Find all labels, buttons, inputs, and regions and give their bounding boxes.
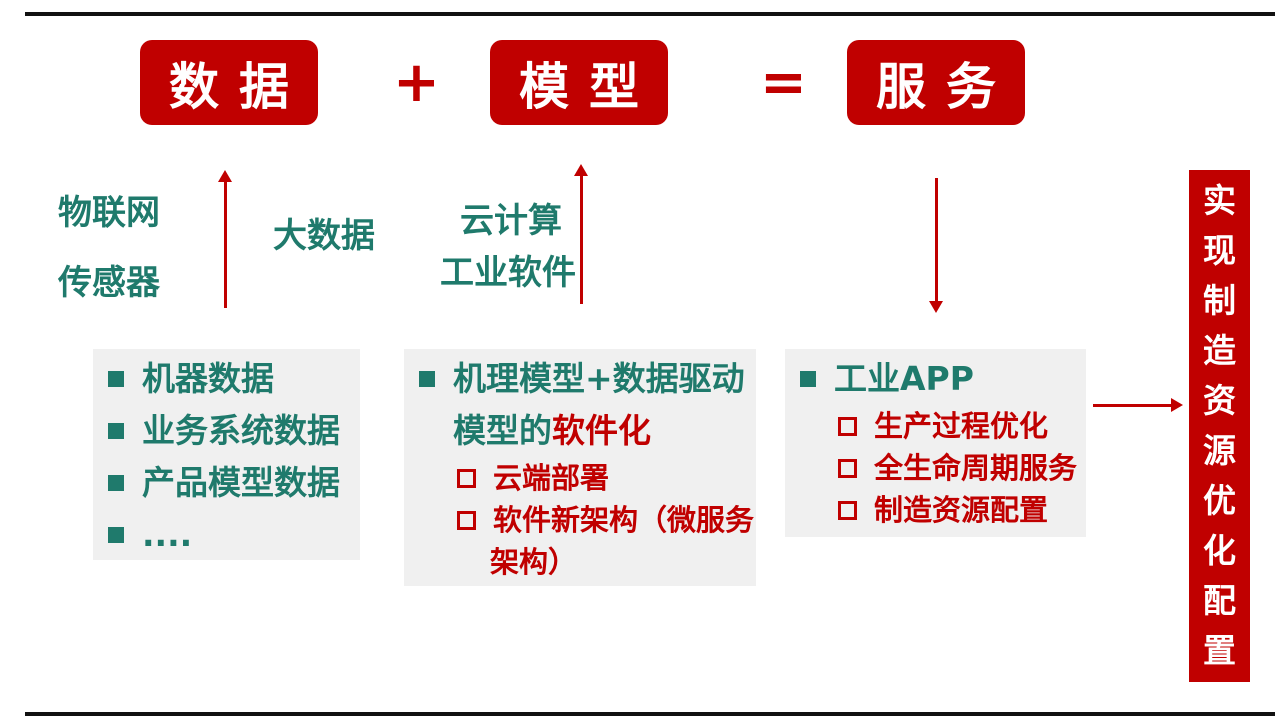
iot-label: 物联网 [58,193,160,233]
list-item: 制造资源配置 [838,489,1086,531]
bullet-box-icon [457,468,476,488]
model-panel: 机理模型+数据驱动 模型的软件化 云端部署 软件新架构（微服务 架构） [404,349,756,586]
bullet-box-icon [838,500,857,520]
model-line-2: 模型的软件化 [453,411,651,450]
result-char: 优 [1203,481,1236,520]
bullet-square-icon [419,371,435,387]
list-item: 云端部署 [457,457,756,499]
down-arrow-service [929,178,943,313]
software-label: 工业软件 [440,253,576,293]
result-char: 现 [1203,231,1236,270]
model-line-1: 机理模型+数据驱动 [419,353,756,405]
bullet-box-icon [457,510,476,530]
data-panel: 机器数据 业务系统数据 产品模型数据 .... [93,349,360,560]
list-item-continuation: 架构） [490,545,578,579]
list-item: 业务系统数据 [108,405,360,457]
bullet-square-icon [108,371,124,387]
bullet-square-icon [108,475,124,491]
result-char: 置 [1203,631,1236,670]
plus-sign: + [393,50,440,115]
bullet-square-icon [108,527,124,543]
bottom-rule [25,712,1275,716]
data-box: 数据 [140,40,318,125]
list-item: .... [108,509,360,561]
list-item: 全生命周期服务 [838,447,1086,489]
result-char: 制 [1203,281,1236,320]
list-item: 生产过程优化 [838,405,1086,447]
bullet-square-icon [800,371,816,387]
list-item: 软件新架构（微服务 [457,499,756,541]
result-bar: 实 现 制 造 资 源 优 化 配 置 [1189,170,1250,682]
bullet-square-icon [108,423,124,439]
sensor-label: 传感器 [58,263,160,303]
result-char: 化 [1203,531,1236,570]
result-char: 资 [1203,381,1236,420]
result-char: 配 [1203,581,1236,620]
cloud-label: 云计算 [460,201,562,241]
result-char: 源 [1203,431,1236,470]
list-item: 产品模型数据 [108,457,360,509]
up-arrow-data [218,170,232,308]
list-item: 机器数据 [108,353,360,405]
result-char: 造 [1203,331,1236,370]
result-char: 实 [1203,181,1236,220]
top-rule [25,12,1275,16]
bullet-box-icon [838,458,857,478]
bigdata-label: 大数据 [273,216,375,256]
model-box: 模型 [490,40,668,125]
service-title: 工业APP [800,353,1086,405]
up-arrow-model [574,164,588,304]
bullet-box-icon [838,416,857,436]
right-arrow [1093,398,1183,412]
service-panel: 工业APP 生产过程优化 全生命周期服务 制造资源配置 [785,349,1086,537]
equals-sign: = [760,50,807,115]
service-box: 服务 [847,40,1025,125]
